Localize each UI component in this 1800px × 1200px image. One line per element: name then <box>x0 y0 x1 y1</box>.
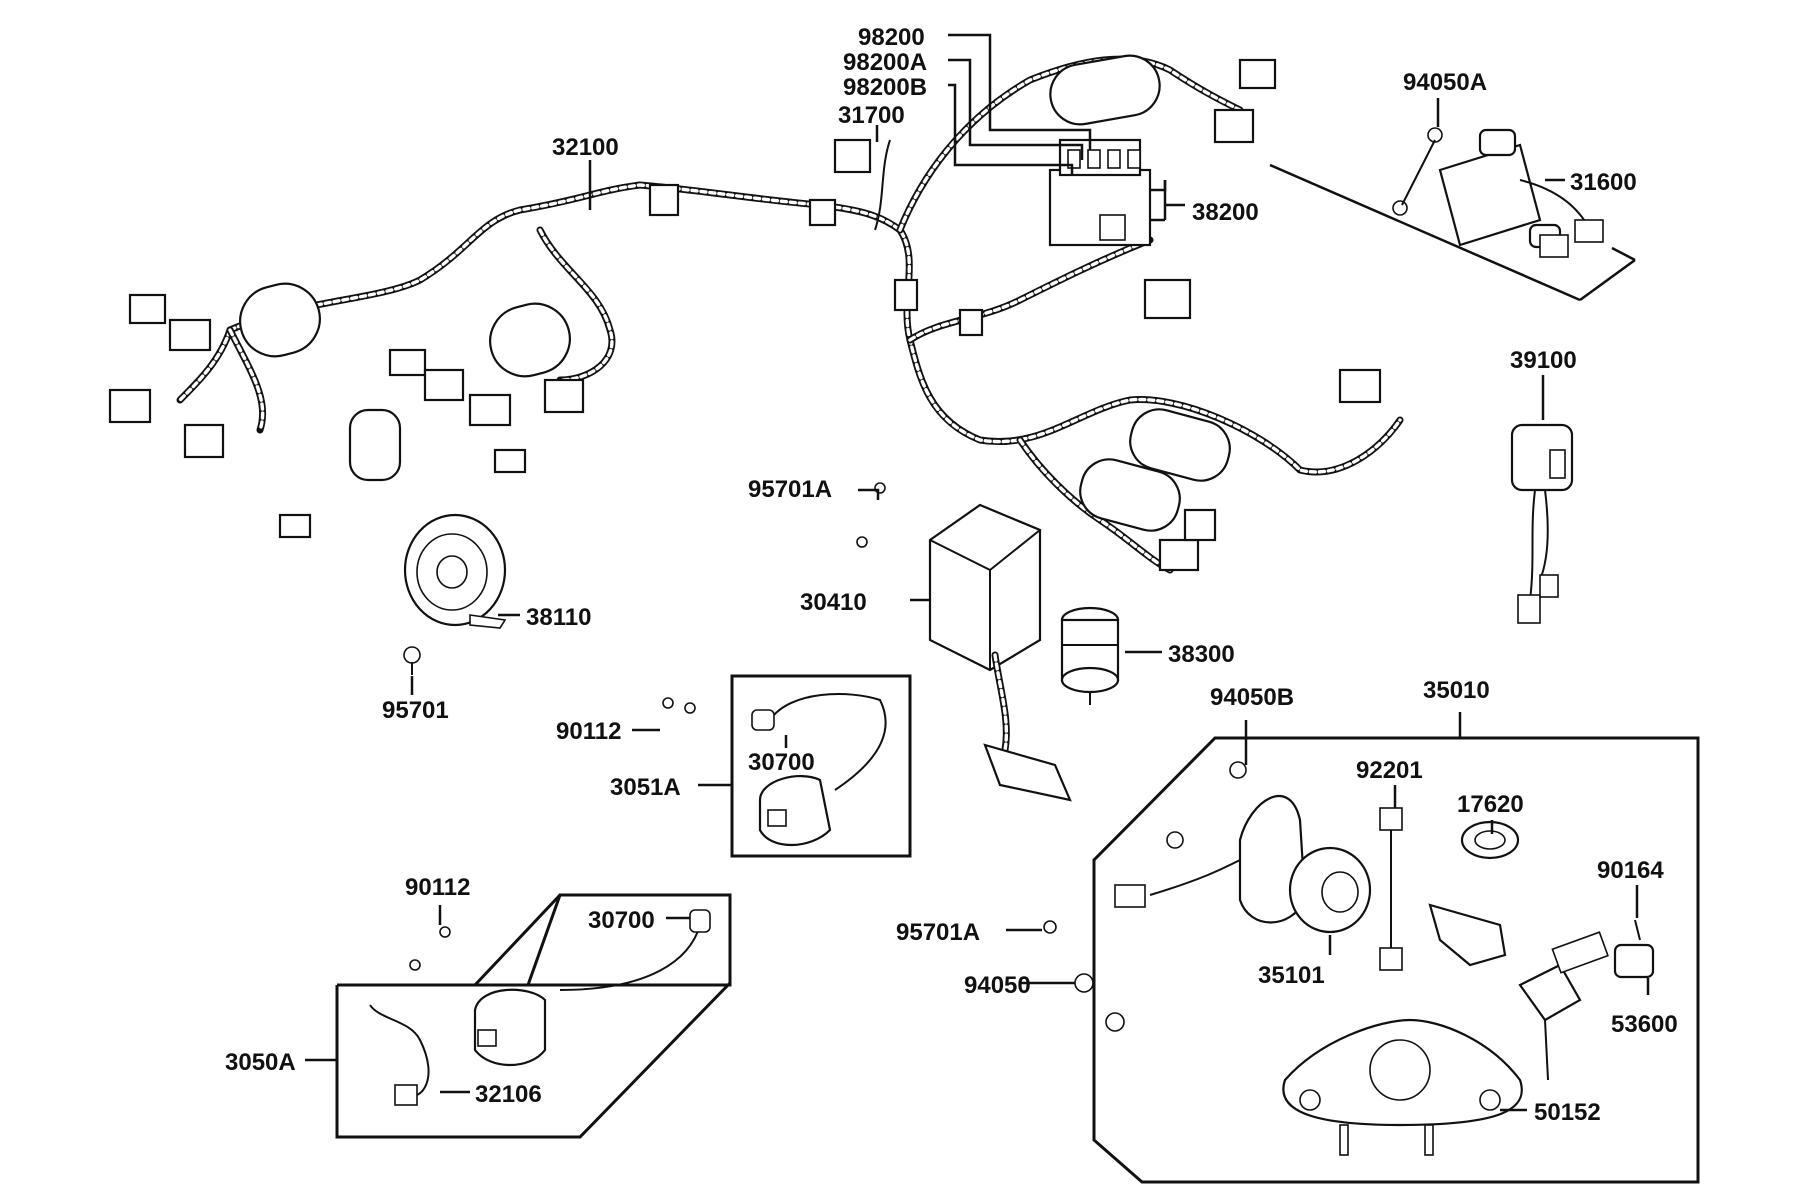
label-90164: 90164 <box>1597 857 1664 884</box>
loose-fasteners <box>662 697 1125 1032</box>
label-3051A: 3051A <box>610 774 681 801</box>
label-30700-bot: 30700 <box>588 907 655 934</box>
group-35010 <box>1092 736 1700 1184</box>
label-98200: 98200 <box>858 24 925 51</box>
label-98200B: 98200B <box>843 74 927 101</box>
label-92201: 92201 <box>1356 757 1423 784</box>
fuse-box-part <box>1048 138 1152 247</box>
label-31700: 31700 <box>838 102 905 129</box>
label-53600: 53600 <box>1611 1011 1678 1038</box>
module-39100 <box>1510 423 1574 624</box>
part-labels: 98200 98200A 98200B 31700 32100 38200 94… <box>225 24 1678 1126</box>
label-95701: 95701 <box>382 697 449 724</box>
label-38110: 38110 <box>526 604 591 631</box>
group-3051A <box>730 674 912 858</box>
relay-part <box>833 138 891 231</box>
group-3050A <box>335 893 732 1139</box>
label-39100: 39100 <box>1510 347 1577 374</box>
label-35101: 35101 <box>1258 962 1325 989</box>
label-32106: 32106 <box>475 1081 542 1108</box>
module-31600 <box>1269 127 1636 302</box>
part-38300 <box>1060 606 1120 705</box>
label-32100: 32100 <box>552 134 619 161</box>
main-wiring-harness <box>108 54 1404 574</box>
label-94050: 94050 <box>964 972 1031 999</box>
label-98200A: 98200A <box>843 49 927 76</box>
label-38200: 38200 <box>1192 199 1259 226</box>
label-31600: 31600 <box>1570 169 1637 196</box>
leader-lines <box>305 33 1650 1112</box>
label-94050A: 94050A <box>1403 69 1487 96</box>
label-30410: 30410 <box>800 589 867 616</box>
label-3050A: 3050A <box>225 1049 296 1076</box>
label-95701A-top: 95701A <box>748 476 832 503</box>
label-94050B: 94050B <box>1210 684 1294 711</box>
label-90112-bot: 90112 <box>405 874 470 901</box>
label-38300: 38300 <box>1168 641 1235 668</box>
label-95701A-bot: 95701A <box>896 919 980 946</box>
cdi-unit-part <box>856 482 1072 802</box>
label-35010: 35010 <box>1423 677 1490 704</box>
label-30700-mid: 30700 <box>748 749 815 776</box>
label-50152: 50152 <box>1534 1099 1601 1126</box>
horn-part <box>403 513 507 675</box>
label-90112-mid: 90112 <box>556 718 621 745</box>
label-17620: 17620 <box>1457 791 1524 818</box>
